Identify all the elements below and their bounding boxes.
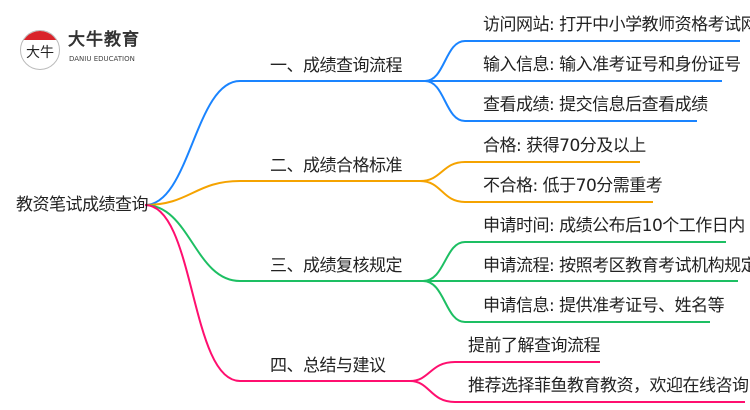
leaf-node: 不合格: 低于70分需重考 bbox=[483, 176, 663, 196]
leaf-node: 申请时间: 成绩公布后10个工作日内 bbox=[483, 216, 745, 236]
leaf-line-2-1 bbox=[419, 161, 640, 182]
branch-line-2 bbox=[144, 180, 420, 206]
logo: 大牛 大牛教育 DANIU EDUCATION bbox=[20, 28, 170, 70]
leaf-node: 申请信息: 提供准考证号、姓名等 bbox=[483, 296, 725, 316]
leaf-node: 输入信息: 输入准考证号和身份证号 bbox=[483, 55, 741, 75]
leaf-node: 访问网站: 打开中小学教师资格考试网 bbox=[483, 15, 750, 35]
branch-node-1: 一、成绩查询流程 bbox=[270, 56, 403, 76]
leaf-line-1-1 bbox=[424, 40, 740, 82]
leaf-line-1-3 bbox=[424, 80, 697, 122]
root-node: 教资笔试成绩查询 bbox=[16, 195, 149, 215]
branch-node-2: 二、成绩合格标准 bbox=[270, 156, 403, 176]
leaf-line-2-2 bbox=[419, 180, 653, 203]
branch-line-4 bbox=[144, 204, 410, 382]
leaf-line-4-2 bbox=[409, 380, 745, 403]
logo-mark-text: 大牛 bbox=[26, 45, 54, 61]
leaf-node: 提前了解查询流程 bbox=[468, 336, 601, 356]
logo-mark: 大牛 bbox=[20, 30, 60, 70]
leaf-line-4-1 bbox=[409, 361, 600, 382]
logo-name: 大牛教育 bbox=[68, 30, 140, 50]
logo-subtitle: DANIU EDUCATION bbox=[69, 55, 135, 63]
branch-line-1 bbox=[144, 80, 425, 206]
branch-node-4: 四、总结与建议 bbox=[270, 356, 386, 376]
leaf-line-3-3 bbox=[422, 280, 710, 323]
leaf-node: 推荐选择菲鱼教育教资，欢迎在线咨询！ bbox=[468, 376, 750, 396]
leaf-line-3-1 bbox=[422, 241, 726, 282]
branch-node-3: 三、成绩复核规定 bbox=[270, 256, 403, 276]
leaf-node: 查看成绩: 提交信息后查看成绩 bbox=[483, 95, 708, 115]
branch-line-3 bbox=[144, 204, 423, 282]
leaf-node: 合格: 获得70分及以上 bbox=[483, 136, 646, 156]
leaf-node: 申请流程: 按照考区教育考试机构规定 bbox=[483, 256, 750, 276]
